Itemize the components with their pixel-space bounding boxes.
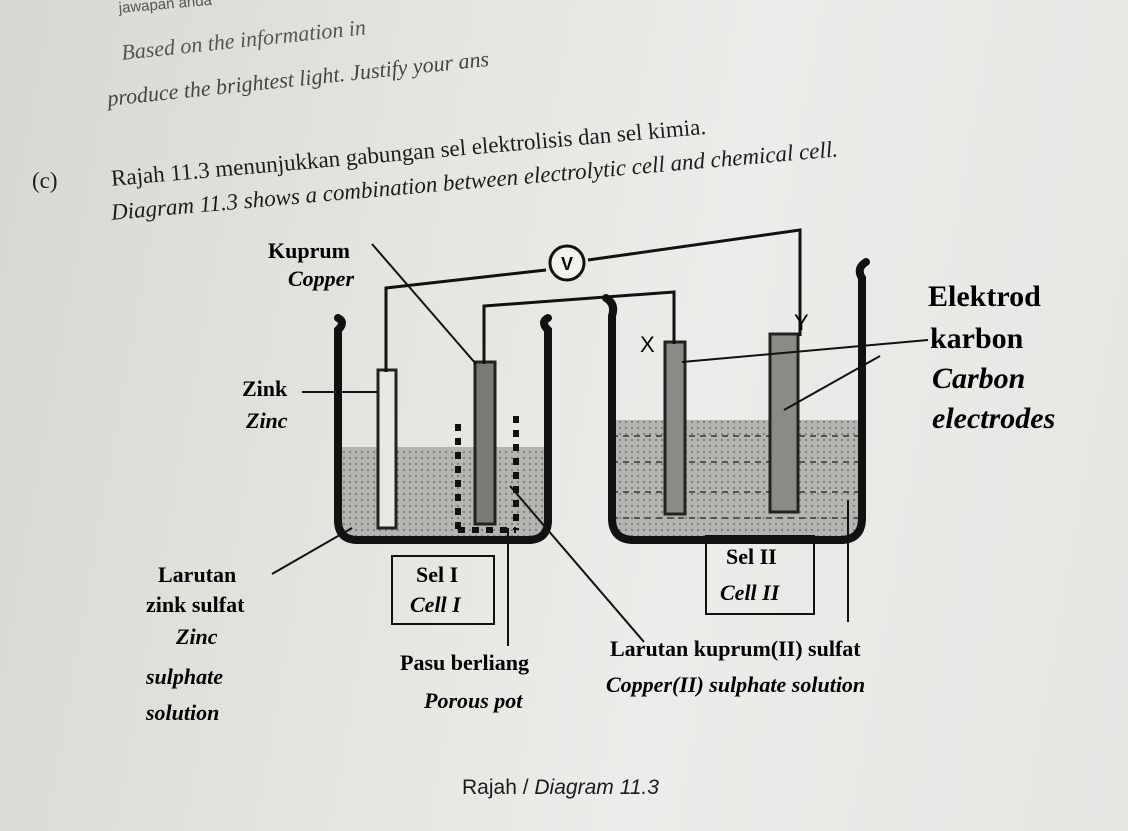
diagram-caption: Rajah / Diagram 11.3: [462, 776, 659, 800]
label-sel-2: Sel II: [726, 544, 777, 569]
beaker-cell-2: [602, 258, 870, 544]
label-copper: Copper: [288, 266, 354, 291]
label-kuprum: Kuprum: [268, 238, 350, 263]
electrode-y-label: Y: [794, 310, 809, 335]
label-electrodes: electrodes: [932, 402, 1055, 435]
label-zink-sulfat: zink sulfat: [146, 592, 245, 617]
label-copper-sulphate: Copper(II) sulphate solution: [606, 672, 865, 697]
wire-voltmeter-to-y: [587, 228, 802, 336]
label-pasu-berliang: Pasu berliang: [400, 650, 529, 675]
label-carbon: Carbon: [932, 362, 1025, 395]
label-zinc-sulphate-3: solution: [145, 700, 219, 725]
cell-2-label-box: [705, 535, 815, 615]
label-zinc-sulphate-2: sulphate: [145, 664, 223, 689]
label-larutan-kuprum: Larutan kuprum(II) sulfat: [610, 636, 861, 661]
label-zinc: Zinc: [245, 408, 288, 433]
voltmeter: [548, 244, 586, 282]
cell-1-label-box: [391, 555, 495, 625]
label-zink: Zink: [242, 376, 288, 401]
copper-electrode: [473, 360, 497, 526]
label-sel-1: Sel I: [416, 562, 458, 587]
label-zinc-sulphate-1: Zinc: [175, 624, 218, 649]
label-cell-1: Cell I: [410, 592, 462, 617]
caption-malay: Rajah /: [462, 776, 529, 799]
voltmeter-label: V: [561, 254, 573, 274]
question-part-label: (c): [32, 168, 58, 193]
wire-copper-to-x: [482, 290, 676, 364]
zinc-electrode: [376, 368, 398, 530]
label-karbon: karbon: [930, 322, 1024, 355]
beaker-cell-1: [334, 314, 552, 544]
electrode-x-label: X: [640, 332, 655, 357]
caption-english: Diagram 11.3: [534, 776, 659, 799]
label-porous-pot: Porous pot: [423, 688, 523, 713]
carbon-electrode-x: [663, 340, 687, 516]
copper-sulphate-liquid: [612, 420, 860, 538]
carbon-electrode-y: [768, 332, 800, 514]
label-larutan: Larutan: [158, 562, 236, 587]
wire-zinc-to-voltmeter: [384, 268, 547, 372]
label-cell-2: Cell II: [720, 580, 781, 605]
label-elektrod: Elektrod: [928, 280, 1041, 313]
